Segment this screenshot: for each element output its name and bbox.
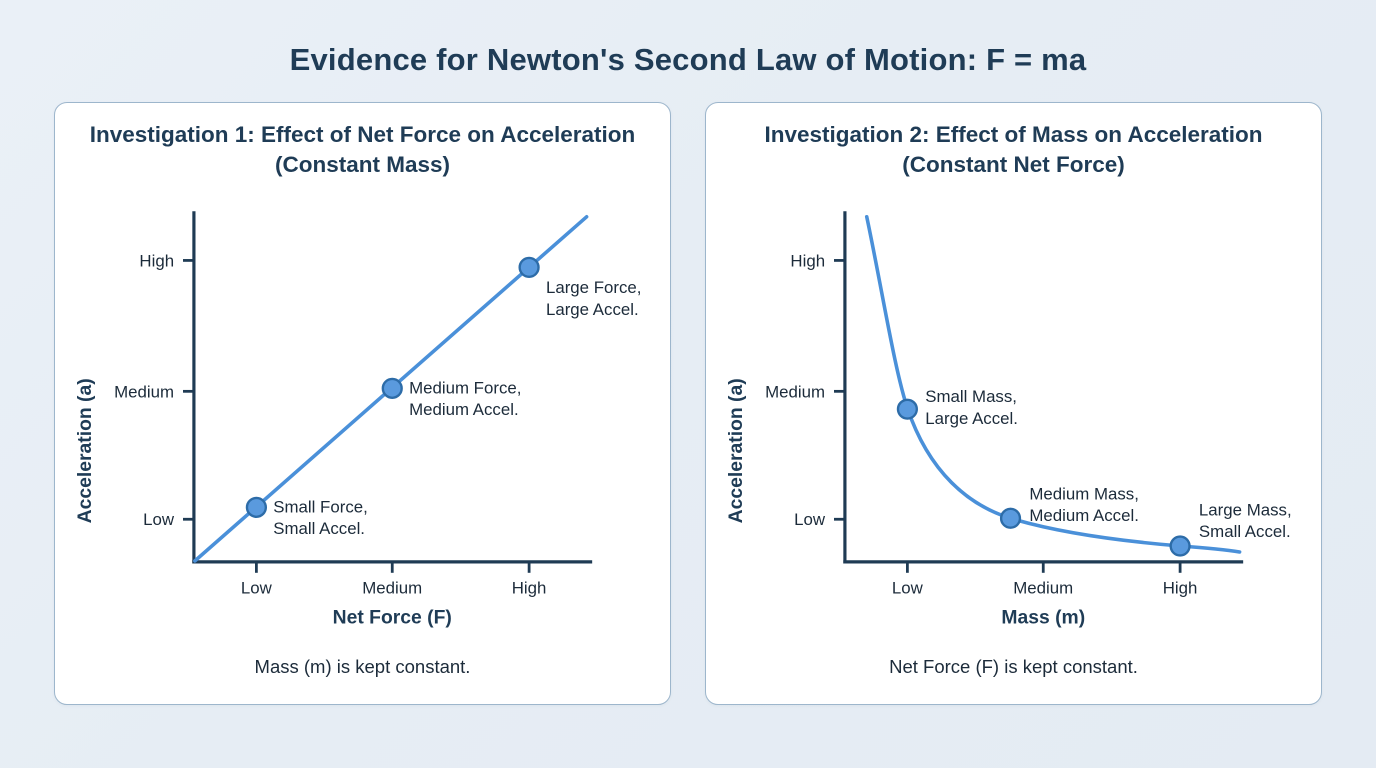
x-axis-title: Net Force (F) [333, 607, 452, 628]
y-tick-label-low: Low [794, 510, 826, 529]
annotation-large-force-line1: Large Force, [546, 278, 642, 297]
investigation-2-svg: Acceleration (a) High Medium Low Low Med… [726, 211, 1292, 628]
x-tick-label-low: Low [892, 578, 924, 597]
data-point-large-force[interactable] [518, 256, 540, 278]
annotation-medium-force-line2: Medium Accel. [409, 400, 519, 419]
data-point-small-mass[interactable] [896, 398, 919, 420]
data-point-large-mass[interactable] [1169, 535, 1191, 557]
y-tick-label-high: High [139, 251, 174, 270]
panels-container: Investigation 1: Effect of Net Force on … [0, 78, 1376, 705]
annotation-large-force: Large Force, Large Accel. [546, 278, 642, 319]
annotation-large-mass-line1: Large Mass, [1199, 500, 1292, 519]
x-tick-label-low: Low [241, 578, 273, 597]
investigation-2-title: Investigation 2: Effect of Mass on Accel… [764, 122, 1263, 177]
y-tick-label-high: High [790, 251, 825, 270]
y-tick-label-low: Low [143, 510, 175, 529]
data-point-medium-force[interactable] [381, 377, 403, 399]
x-tick-label-high: High [512, 578, 547, 597]
x-axis-title: Mass (m) [1001, 607, 1085, 628]
annotation-small-mass-line1: Small Mass, [925, 387, 1017, 406]
y-axis-title: Acceleration (a) [75, 378, 96, 523]
x-tick-label-medium: Medium [362, 578, 422, 597]
annotation-small-mass: Small Mass, Large Accel. [925, 387, 1018, 428]
y-tick-label-medium: Medium [765, 382, 825, 401]
annotation-large-force-line2: Large Accel. [546, 300, 639, 319]
annotation-small-force: Small Force, Small Accel. [273, 497, 368, 538]
investigation-1-title: Investigation 1: Effect of Net Force on … [89, 122, 636, 177]
annotation-medium-mass: Medium Mass, Medium Accel. [1029, 484, 1139, 525]
annotation-medium-mass-line1: Medium Mass, [1029, 484, 1139, 503]
x-tick-label-high: High [1163, 578, 1198, 597]
investigation-1-card: Investigation 1: Effect of Net Force on … [54, 102, 671, 705]
annotation-small-force-line1: Small Force, [273, 497, 368, 516]
annotation-large-mass-line2: Small Accel. [1199, 522, 1291, 541]
investigation-1-svg: Acceleration (a) High Medium Low Low Med… [75, 211, 642, 628]
investigation-2-card: Investigation 2: Effect of Mass on Accel… [705, 102, 1322, 705]
annotation-small-mass-line2: Large Accel. [925, 409, 1018, 428]
x-tick-label-medium: Medium [1013, 578, 1073, 597]
data-point-medium-mass[interactable] [999, 507, 1022, 529]
investigation-2-plot: Acceleration (a) High Medium Low Low Med… [716, 186, 1311, 656]
annotation-medium-mass-line2: Medium Accel. [1029, 506, 1139, 525]
y-axis-title: Acceleration (a) [726, 378, 747, 523]
investigation-1-caption: Mass (m) is kept constant. [254, 656, 471, 677]
data-point-small-force[interactable] [245, 496, 268, 518]
investigation-2-caption: Net Force (F) is kept constant. [889, 656, 1138, 677]
investigation-1-plot: Acceleration (a) High Medium Low Low Med… [65, 186, 660, 656]
annotation-medium-force-line1: Medium Force, [409, 378, 521, 397]
page-title: Evidence for Newton's Second Law of Moti… [289, 42, 1087, 77]
annotation-large-mass: Large Mass, Small Accel. [1199, 500, 1292, 541]
annotation-medium-force: Medium Force, Medium Accel. [409, 378, 521, 419]
annotation-small-force-line2: Small Accel. [273, 519, 365, 538]
y-tick-label-medium: Medium [114, 382, 174, 401]
